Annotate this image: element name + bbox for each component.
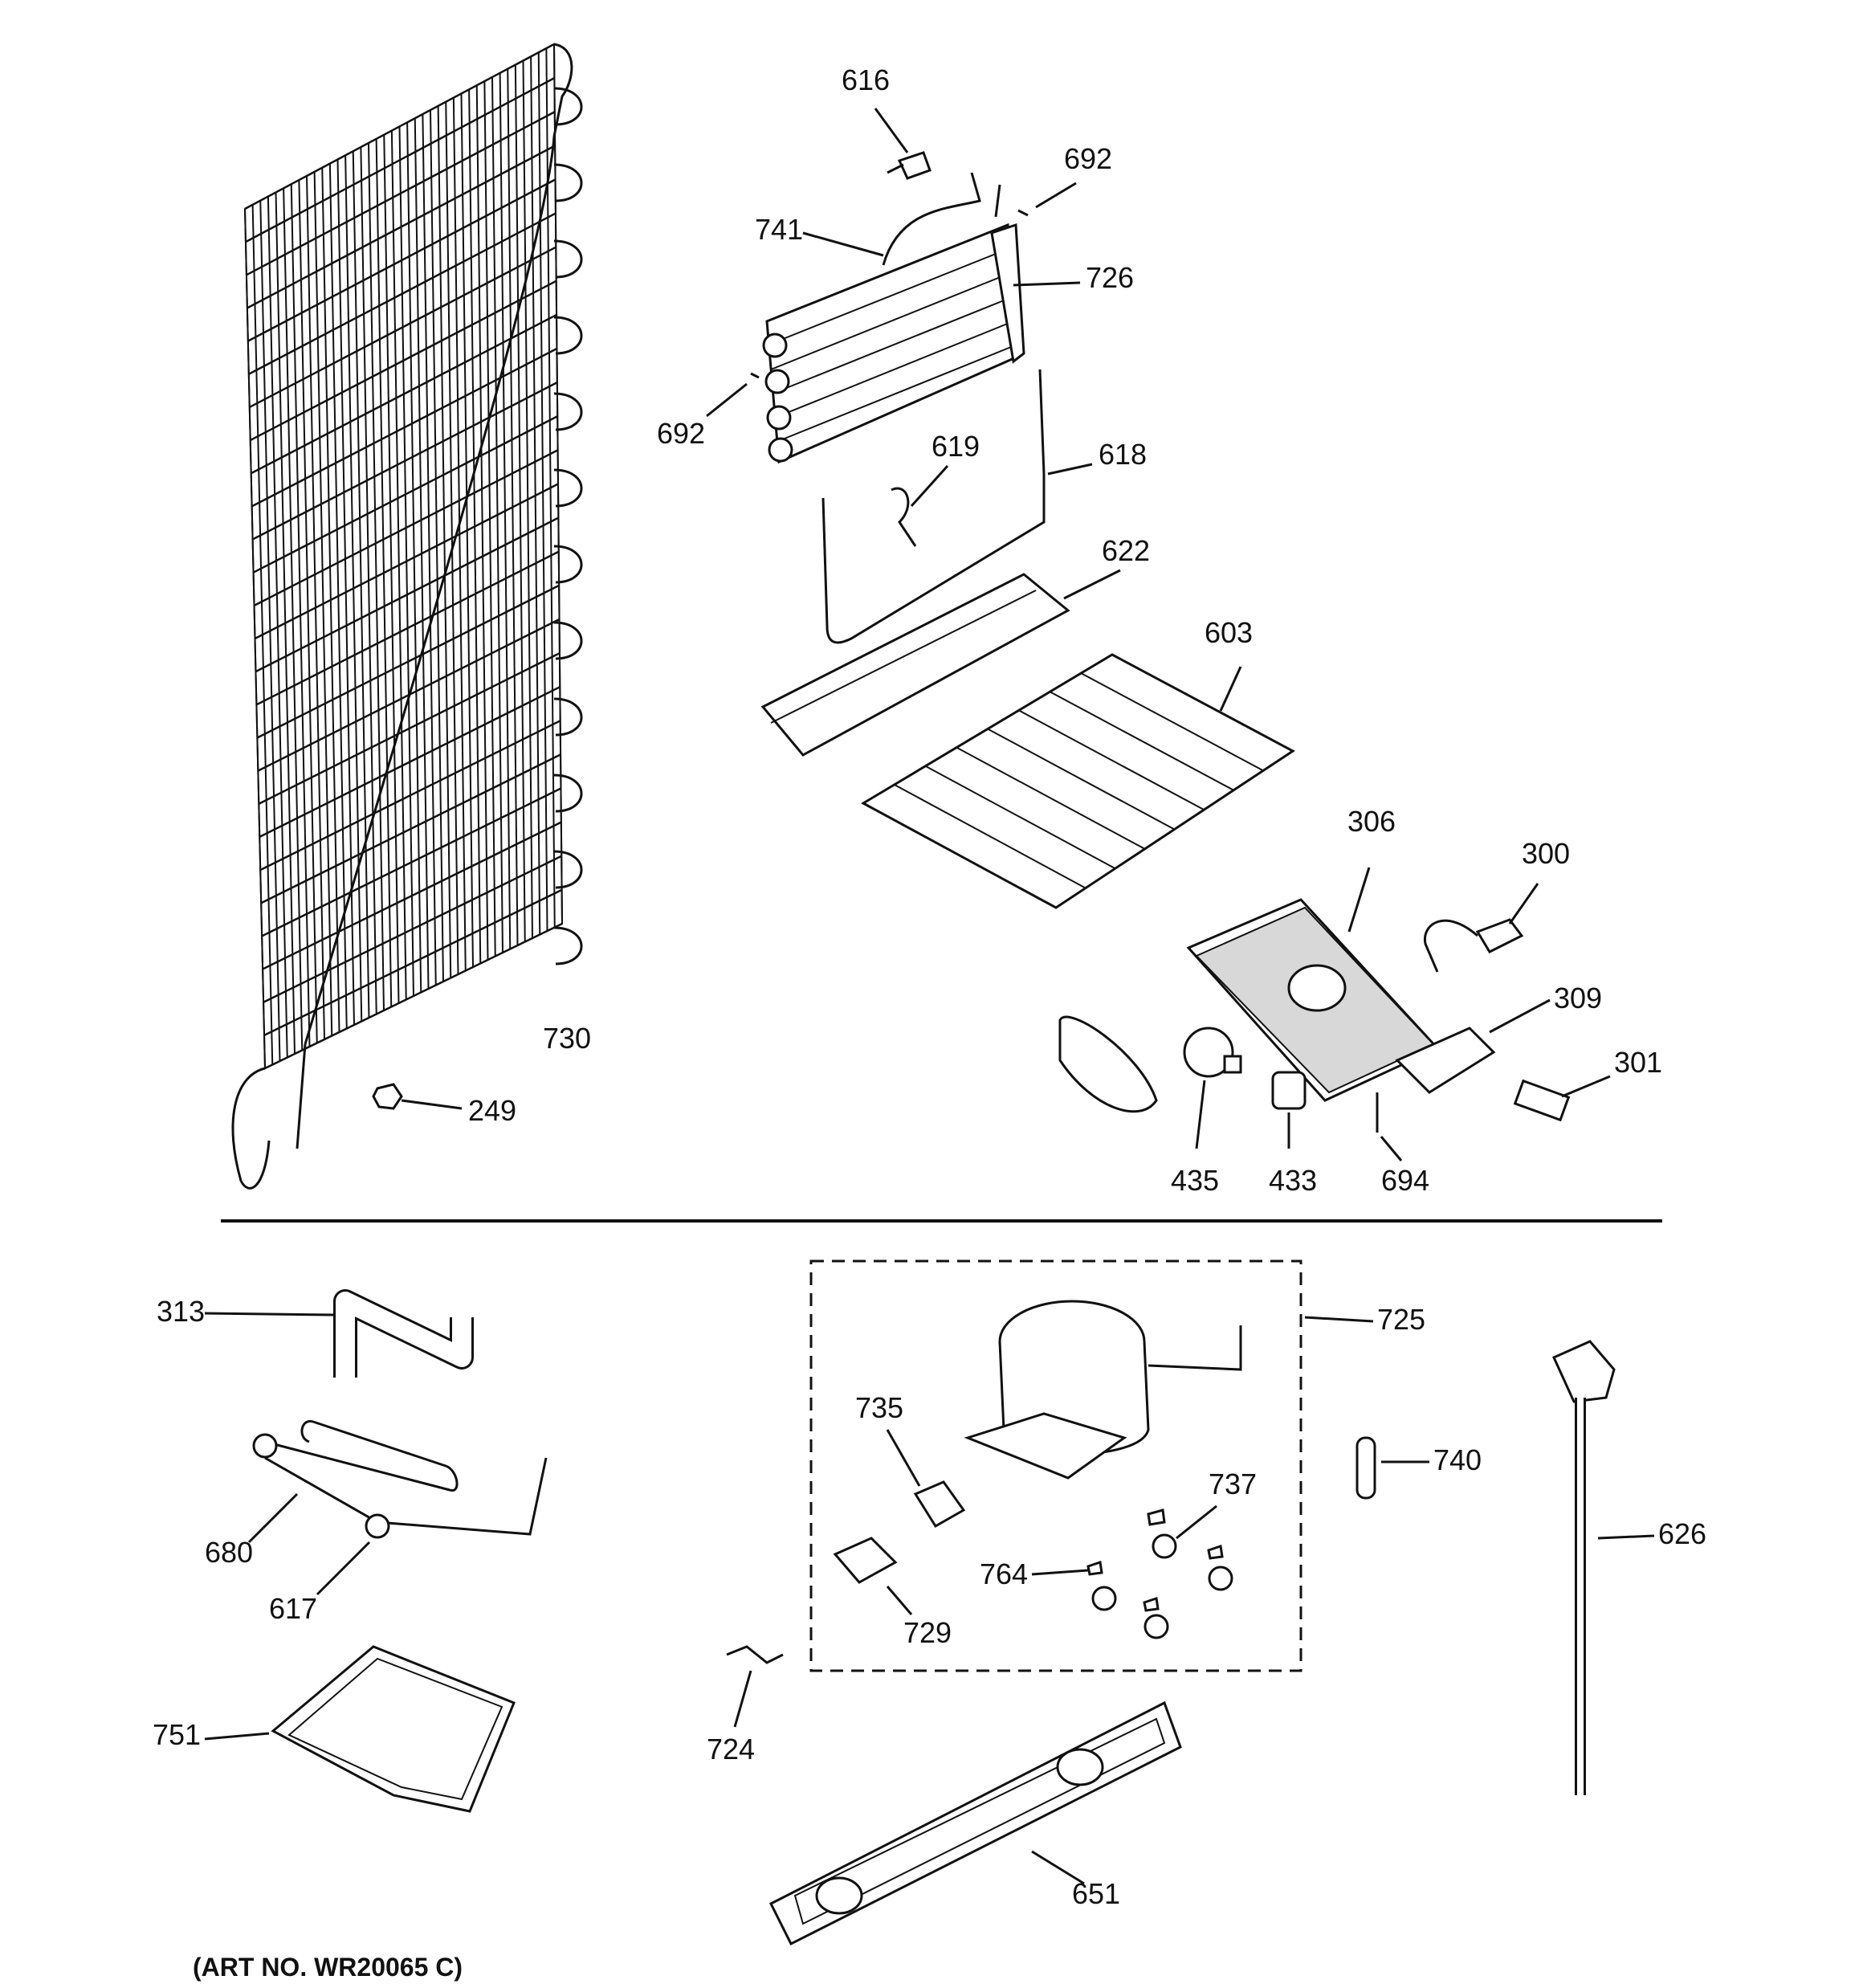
label-617: 617	[269, 1592, 317, 1625]
label-309: 309	[1554, 982, 1602, 1014]
label-692-top: 692	[1064, 142, 1112, 175]
label-300: 300	[1522, 837, 1570, 870]
label-740: 740	[1433, 1443, 1482, 1476]
label-313: 313	[157, 1295, 205, 1328]
label-692-left: 692	[657, 417, 705, 450]
part-751-drain-pan	[204, 1645, 516, 1813]
label-301: 301	[1614, 1046, 1662, 1079]
label-619: 619	[932, 430, 980, 463]
label-726: 726	[1086, 261, 1134, 294]
label-433: 433	[1269, 1164, 1317, 1197]
part-309-cover	[1395, 998, 1551, 1094]
condenser-coil-730	[231, 43, 583, 1190]
part-618-heater	[821, 369, 1093, 644]
part-603-cover	[860, 653, 1295, 909]
label-603: 603	[1205, 616, 1253, 649]
part-692-screw-top	[1017, 182, 1077, 217]
label-730: 730	[543, 1022, 591, 1055]
part-622-drain-trough	[760, 569, 1121, 757]
label-751: 751	[153, 1718, 201, 1751]
label-249: 249	[468, 1094, 516, 1127]
label-764: 764	[980, 1557, 1028, 1590]
leader-741	[802, 231, 884, 257]
part-313-tube	[204, 1289, 474, 1378]
label-724: 724	[707, 1733, 755, 1766]
label-725: 725	[1377, 1303, 1425, 1336]
label-616: 616	[842, 63, 890, 96]
part-651-base	[768, 1700, 1182, 1946]
part-300-switch	[1423, 883, 1539, 973]
part-680-heater	[247, 1419, 548, 1544]
part-692-screw-left	[706, 372, 760, 418]
part-740-drier	[1355, 1436, 1429, 1500]
part-301-knob	[1513, 1075, 1611, 1122]
part-626-power-cord	[1552, 1340, 1655, 1795]
label-694: 694	[1381, 1164, 1429, 1197]
label-626: 626	[1658, 1517, 1706, 1550]
part-724-clip	[726, 1645, 784, 1728]
part-725-compressor-kit	[809, 1259, 1374, 1672]
label-306: 306	[1347, 805, 1396, 838]
part-616	[874, 108, 932, 180]
label-729: 729	[903, 1616, 952, 1649]
label-651: 651	[1072, 1877, 1120, 1910]
leader-617	[316, 1541, 371, 1596]
label-735: 735	[855, 1391, 903, 1424]
light-shield	[1058, 1015, 1158, 1113]
part-249	[372, 1083, 463, 1110]
part-694-screw	[1376, 1092, 1403, 1161]
label-618: 618	[1099, 438, 1147, 471]
part-435-bulb	[1183, 1027, 1242, 1149]
leader-726	[1013, 281, 1081, 287]
evaporator-726	[762, 172, 1025, 464]
label-741: 741	[755, 213, 803, 246]
part-433-socket	[1271, 1071, 1307, 1149]
label-622: 622	[1102, 534, 1150, 567]
label-737: 737	[1209, 1468, 1257, 1500]
label-435: 435	[1171, 1164, 1219, 1197]
art-number: (ART NO. WR20065 C)	[193, 1953, 463, 1982]
part-619-clip	[891, 464, 949, 547]
label-680: 680	[205, 1536, 253, 1569]
